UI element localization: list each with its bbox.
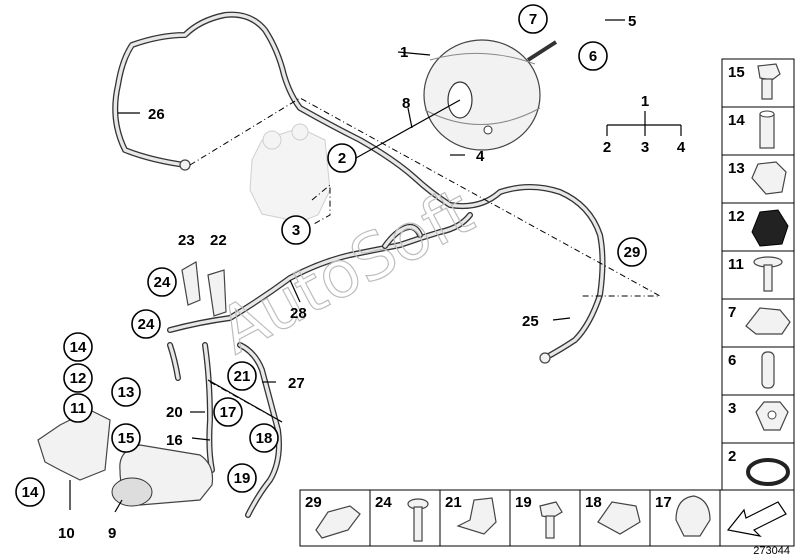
tree-child-1: 2: [603, 139, 611, 156]
callout-10: 10: [58, 525, 75, 542]
screw-24-icon: [407, 498, 429, 542]
callout-16: 16: [166, 432, 183, 449]
callout-24-upper: 24: [154, 274, 171, 291]
bottom-part-19: 19: [515, 494, 532, 511]
vacuum-pump: [111, 444, 214, 507]
callout-28: 28: [290, 305, 307, 322]
svg-text:AutoSoft: AutoSoft: [208, 175, 485, 369]
tree-child-2: 3: [641, 139, 649, 156]
callout-8: 8: [402, 95, 410, 112]
bottom-parts-table: 29 24 21 19 18 17: [299, 489, 795, 547]
tree-child-3: 4: [677, 139, 686, 156]
callout-7: 7: [529, 11, 537, 28]
callout-9: 9: [108, 525, 116, 542]
clamp-18-icon: [597, 501, 641, 535]
hose-clip-29-icon: [315, 505, 361, 539]
vacuum-hose-27: [167, 342, 282, 518]
callout-24-lower: 24: [138, 316, 155, 333]
callout-19: 19: [234, 470, 251, 487]
callout-13: 13: [118, 384, 135, 401]
sleeve-14-icon: [759, 110, 775, 149]
washer-11-icon: [753, 256, 783, 292]
callout-26: 26: [148, 106, 165, 123]
clip-17-icon: [675, 495, 711, 537]
callout-3: 3: [292, 222, 300, 239]
callout-17: 17: [220, 404, 237, 421]
bottom-part-24: 24: [375, 494, 392, 511]
side-part-7: 7: [728, 304, 736, 321]
callout-27: 27: [288, 375, 305, 392]
pin-6-icon: [761, 351, 775, 389]
spring-clip-7-icon: [745, 307, 791, 335]
hex-nut-3-icon: [755, 401, 789, 431]
side-part-14: 14: [728, 112, 745, 129]
side-part-2: 2: [728, 448, 736, 465]
master-cylinder-ghost: [249, 123, 331, 223]
callout-14-upper: 14: [70, 339, 87, 356]
bottom-part-21: 21: [445, 494, 462, 511]
bottom-part-18: 18: [585, 494, 602, 511]
callout-4: 4: [476, 148, 485, 165]
side-parts-table: 15 14 13 12 11 7 6 3 2: [721, 58, 795, 492]
callout-6: 6: [589, 48, 597, 65]
callout-14-lower: 14: [22, 484, 39, 501]
bolt-15-icon: [757, 63, 781, 100]
arrow-icon: [726, 501, 787, 537]
callout-5: 5: [628, 13, 636, 30]
callout-12: 12: [70, 370, 87, 387]
side-part-15: 15: [728, 64, 745, 81]
bottom-part-17: 17: [655, 494, 672, 511]
side-part-3: 3: [728, 400, 736, 417]
structure-tree: 1 2 3 4: [603, 93, 686, 156]
clip-13-icon: [751, 161, 787, 195]
callout-11: 11: [70, 400, 86, 417]
callout-15: 15: [118, 430, 135, 447]
brake-booster: [423, 39, 558, 151]
reference-number: 273044: [753, 545, 790, 557]
dash-lines: [189, 97, 661, 423]
side-part-13: 13: [728, 160, 745, 177]
watermark: AutoSoft: [207, 174, 486, 370]
bolt-19-icon: [539, 501, 563, 539]
seal-ring-2-icon: [746, 458, 790, 486]
brackets-22-23: [181, 261, 227, 317]
callout-18: 18: [256, 430, 273, 447]
tree-root: 1: [641, 93, 649, 110]
bottom-part-29: 29: [305, 494, 322, 511]
bracket-21-icon: [456, 497, 497, 535]
callout-23: 23: [178, 232, 195, 249]
callout-20: 20: [166, 404, 183, 421]
side-part-11: 11: [728, 256, 744, 273]
side-part-6: 6: [728, 352, 736, 369]
vacuum-hose-26: [112, 11, 606, 364]
callout-25: 25: [522, 313, 539, 330]
nut-12-icon: [751, 209, 789, 247]
callout-2: 2: [338, 150, 346, 167]
side-part-12: 12: [728, 208, 745, 225]
callout-29: 29: [624, 244, 641, 261]
vacuum-pipe-28: [167, 212, 473, 333]
callout-21: 21: [234, 368, 251, 385]
callouts: 1 2 3 4 5 6 7 8 9 10 11 12 13 14 14 15 1…: [15, 4, 647, 542]
callout-1: 1: [400, 44, 408, 61]
callout-22: 22: [210, 232, 227, 249]
